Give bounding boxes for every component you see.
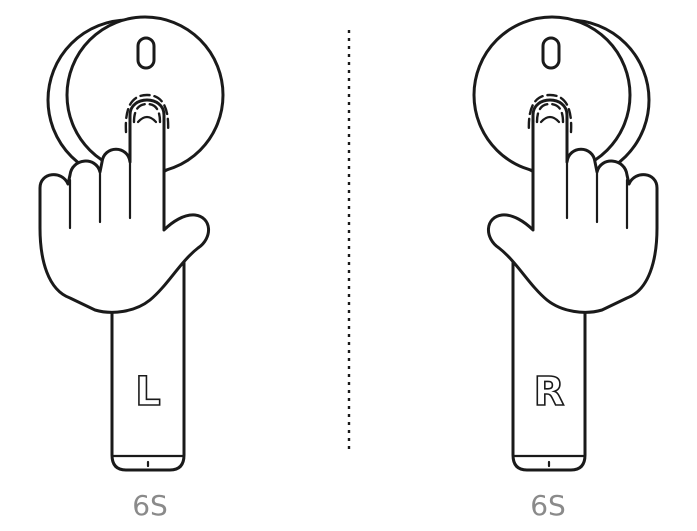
left-touch-ring-inner-icon [132, 102, 162, 124]
left-fingernail [136, 115, 158, 124]
right-model-caption: 6S [530, 489, 566, 522]
left-hand [38, 98, 210, 314]
right-touch-ring-inner-icon [535, 102, 565, 124]
left-earbud-illustration: L [38, 15, 225, 472]
left-model-caption: 6S [132, 489, 168, 522]
left-sensor-icon [136, 36, 156, 70]
right-side-label: R [534, 369, 565, 415]
right-touch-ring-outer-icon [527, 93, 573, 134]
right-earbud-illustration [472, 15, 659, 472]
right-sensor-icon [541, 36, 561, 70]
right-fingernail [539, 115, 561, 124]
left-side-label: L [135, 369, 161, 415]
right-hand [487, 98, 659, 314]
left-touch-ring-outer-icon [124, 93, 170, 134]
